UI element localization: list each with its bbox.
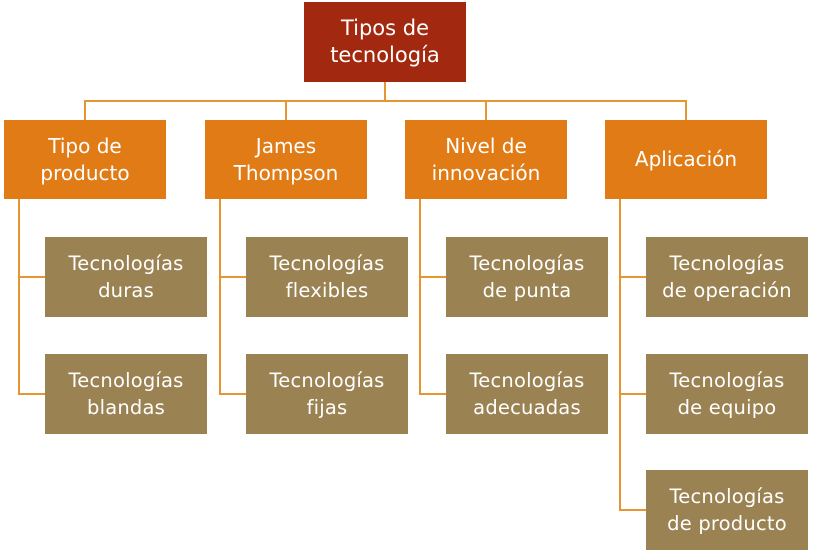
category-aplicacion: Aplicación — [605, 120, 767, 199]
connector-trunk-4 — [619, 199, 621, 511]
leaf-tecnologias-de-equipo: Tecnologías de equipo — [646, 354, 808, 434]
leaf-tecnologias-de-operacion: Tecnologías de operación — [646, 237, 808, 317]
leaf-tecnologias-flexibles: Tecnologías flexibles — [246, 237, 408, 317]
category-tipo-de-producto: Tipo de producto — [4, 120, 166, 199]
connector-branch-4-2 — [619, 393, 646, 395]
connector-branch-3-2 — [419, 393, 446, 395]
leaf-tecnologias-duras: Tecnologías duras — [45, 237, 207, 317]
connector-root-stem — [384, 82, 386, 101]
connector-category-drop-4 — [685, 100, 687, 120]
leaf-tecnologias-de-producto: Tecnologías de producto — [646, 470, 808, 550]
category-nivel-de-innovacion: Nivel de innovación — [405, 120, 567, 199]
connector-branch-2-2 — [219, 393, 246, 395]
leaf-tecnologias-blandas: Tecnologías blandas — [45, 354, 207, 434]
category-james-thompson: James Thompson — [205, 120, 367, 199]
connector-category-drop-1 — [84, 100, 86, 120]
connector-category-drop-2 — [285, 100, 287, 120]
connector-branch-4-3 — [619, 509, 646, 511]
leaf-tecnologias-de-punta: Tecnologías de punta — [446, 237, 608, 317]
connector-trunk-1 — [18, 199, 20, 395]
connector-branch-3-1 — [419, 276, 446, 278]
leaf-tecnologias-adecuadas: Tecnologías adecuadas — [446, 354, 608, 434]
connector-trunk-3 — [419, 199, 421, 395]
connector-branch-2-1 — [219, 276, 246, 278]
connector-category-bar — [84, 100, 687, 102]
root-node: Tipos de tecnología — [304, 2, 466, 82]
connector-category-drop-3 — [485, 100, 487, 120]
connector-branch-4-1 — [619, 276, 646, 278]
connector-branch-1-2 — [18, 393, 45, 395]
connector-branch-1-1 — [18, 276, 45, 278]
connector-trunk-2 — [219, 199, 221, 395]
leaf-tecnologias-fijas: Tecnologías fijas — [246, 354, 408, 434]
